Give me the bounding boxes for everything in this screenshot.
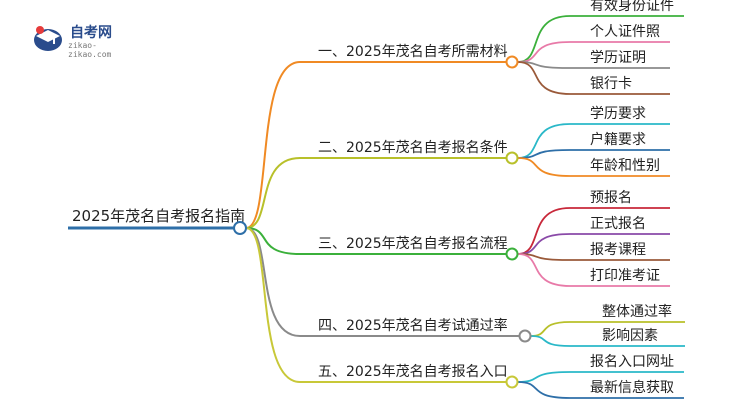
child-connector	[530, 335, 571, 347]
child-label: 银行卡	[590, 76, 632, 92]
child-label: 学历要求	[590, 106, 646, 122]
branch-node	[505, 375, 519, 389]
branch-label: 二、2025年茂名自考报名条件	[318, 139, 508, 156]
branch-node	[505, 247, 519, 261]
child-label: 最新信息获取	[590, 379, 674, 396]
branch-node	[505, 55, 519, 69]
child-label: 户籍要求	[590, 131, 646, 148]
graduation-cap-icon	[34, 26, 62, 51]
child-connector	[517, 157, 571, 177]
branch-connector	[245, 227, 301, 383]
root-label: 2025年茂名自考报名指南	[72, 207, 245, 225]
child-label: 整体通过率	[602, 303, 672, 320]
branch-node	[505, 151, 519, 165]
branch-label: 五、2025年茂名自考报名入口	[318, 363, 508, 380]
branch-connector	[245, 227, 301, 255]
branch-connector	[245, 61, 301, 229]
child-label: 预报名	[590, 190, 632, 206]
branch-label: 一、2025年茂名自考所需材料	[318, 43, 508, 60]
child-label: 影响因素	[602, 328, 658, 344]
child-label: 个人证件照	[590, 24, 660, 40]
child-label: 正式报名	[590, 216, 646, 232]
site-logo[interactable]: 自考网 zikao-zikao.com	[30, 20, 140, 59]
child-connector	[517, 371, 571, 383]
child-label: 年龄和性别	[590, 158, 660, 174]
child-connector	[517, 381, 571, 399]
child-connector	[517, 207, 571, 255]
branch-connector	[245, 227, 301, 337]
logo-domain: zikao-zikao.com	[68, 41, 112, 59]
child-connector	[517, 15, 571, 63]
child-label: 学历证明	[590, 50, 646, 66]
logo-name: 自考网	[70, 25, 112, 41]
branch-label: 三、2025年茂名自考报名流程	[318, 235, 508, 252]
child-label: 打印准考证	[590, 267, 660, 284]
branch-node	[518, 329, 532, 343]
child-label: 有效身份证件	[590, 0, 674, 14]
branch-label: 四、2025年茂名自考试通过率	[318, 317, 508, 334]
child-connector	[517, 253, 571, 287]
child-label: 报名入口网址	[590, 354, 674, 370]
child-connector	[517, 149, 571, 159]
child-connector	[517, 123, 571, 159]
root-node	[233, 221, 247, 235]
child-connector	[517, 61, 571, 95]
branch-connector	[245, 157, 301, 229]
child-label: 报考课程	[590, 242, 646, 258]
child-connector	[530, 321, 571, 337]
